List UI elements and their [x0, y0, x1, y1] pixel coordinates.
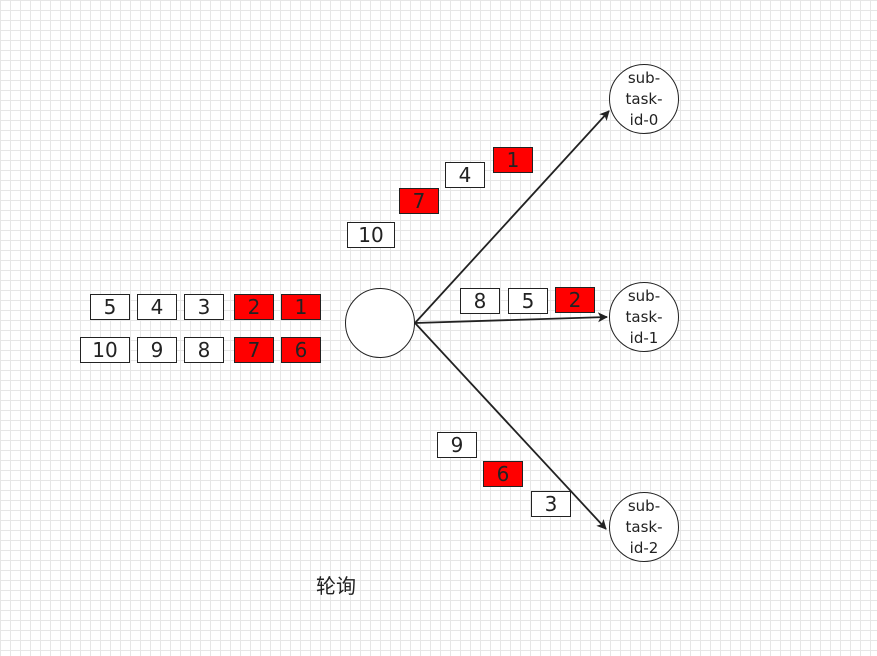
routed-item-3: 3 — [531, 491, 571, 517]
queue-item-3: 3 — [184, 294, 224, 320]
routed-item-9: 9 — [437, 432, 477, 458]
queue-item-6: 6 — [281, 337, 321, 363]
queue-item-10: 10 — [80, 337, 130, 363]
queue-item-4: 4 — [137, 294, 177, 320]
diagram-caption: 轮询 — [316, 574, 356, 598]
subtask-2-label-line-1: sub- — [627, 496, 661, 515]
queue-item-8: 8 — [184, 337, 224, 363]
subtask-2-label: sub- task- id-2 — [610, 493, 678, 561]
subtask-1-label: sub- task- id-1 — [610, 283, 678, 351]
queue-item-9: 9 — [137, 337, 177, 363]
routed-item-7: 7 — [399, 188, 439, 214]
subtask-0-label-line-2: task- — [625, 89, 663, 108]
subtask-1-label-line-3: id-1 — [629, 328, 659, 347]
routed-item-10: 10 — [347, 222, 395, 248]
queue-item-5: 5 — [90, 294, 130, 320]
queue-item-2: 2 — [234, 294, 274, 320]
queue-item-7: 7 — [234, 337, 274, 363]
subtask-1-label-line-2: task- — [625, 307, 663, 326]
subtask-0-label-line-3: id-0 — [629, 110, 659, 129]
queue-item-1: 1 — [281, 294, 321, 320]
subtask-node-0: sub- task- id-0 — [609, 64, 679, 134]
subtask-node-1: sub- task- id-1 — [609, 282, 679, 352]
subtask-node-2: sub- task- id-2 — [609, 492, 679, 562]
subtask-2-label-line-2: task- — [625, 517, 663, 536]
routed-item-6: 6 — [483, 461, 523, 487]
subtask-1-label-line-1: sub- — [627, 286, 661, 305]
routed-item-8: 8 — [460, 288, 500, 314]
subtask-0-label-line-1: sub- — [627, 68, 661, 87]
routed-item-1: 1 — [493, 147, 533, 173]
routed-item-2: 2 — [555, 287, 595, 313]
routed-item-5: 5 — [508, 288, 548, 314]
arrow-to-subtask-2 — [414, 322, 607, 530]
distributor-node — [345, 288, 415, 358]
subtask-2-label-line-3: id-2 — [629, 538, 659, 557]
arrow-to-subtask-0 — [414, 110, 610, 324]
routed-item-4: 4 — [445, 162, 485, 188]
subtask-0-label: sub- task- id-0 — [610, 65, 678, 133]
arrow-to-subtask-1 — [414, 312, 608, 324]
